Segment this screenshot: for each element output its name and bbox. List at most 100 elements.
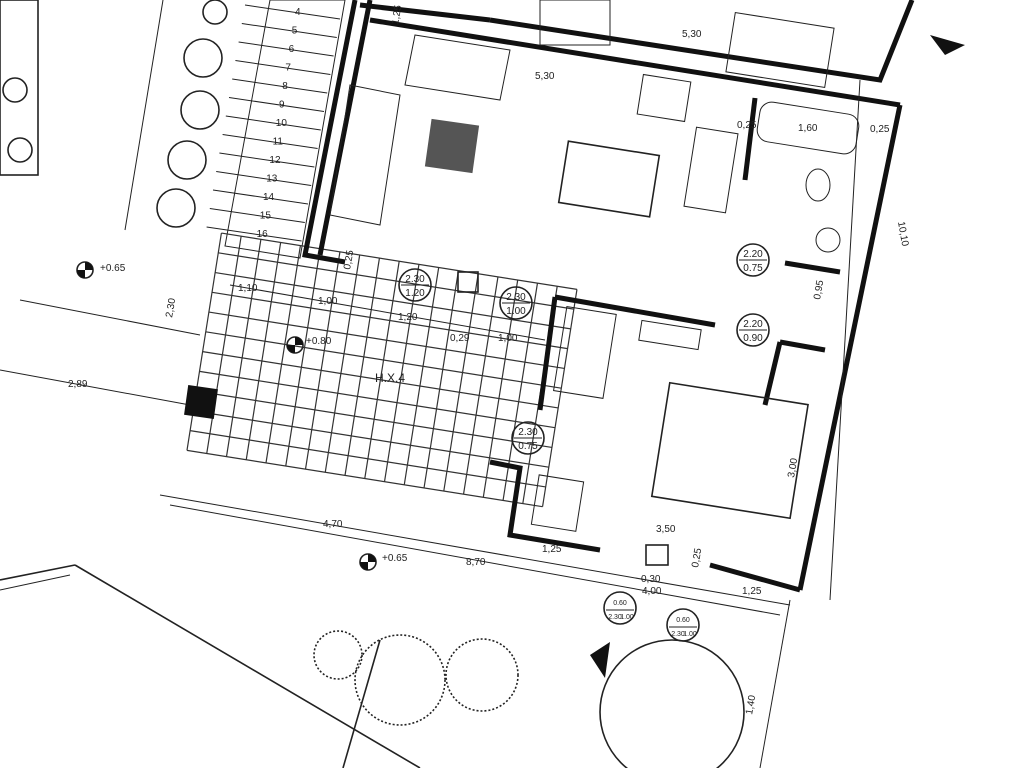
stair-step: [228, 97, 325, 112]
dimension: 5,30: [535, 71, 555, 82]
wall: [369, 17, 901, 108]
tile-line: [344, 258, 381, 476]
window-width: 1.00: [620, 614, 634, 621]
stair-step: [235, 60, 331, 75]
door-width: 0.75: [743, 263, 763, 274]
dimension-line: [229, 284, 546, 341]
dimension: 1,00: [498, 333, 518, 344]
dimension: 4,00: [642, 586, 662, 597]
stair-step-number: 15: [260, 211, 272, 222]
door-tag: 2.200.90: [736, 313, 770, 347]
tile-line: [324, 254, 361, 473]
wall: [302, 0, 358, 265]
level-label: +0.80: [306, 336, 332, 347]
tile-line: [443, 273, 479, 492]
stair-step-number: 7: [285, 63, 291, 74]
door-width: 0.90: [743, 333, 763, 344]
plot-boundary: [0, 564, 76, 581]
tile-line: [541, 289, 578, 507]
stair-step: [232, 78, 328, 94]
sofa: [404, 34, 511, 101]
dimension: 0,25: [342, 249, 356, 271]
site-line: [0, 369, 191, 406]
plot-boundary: [74, 564, 421, 768]
door-tag: 2.301.00: [499, 286, 533, 320]
door-width: 1.20: [405, 288, 425, 299]
tree-symbol: [313, 630, 363, 680]
dimension: 10,10: [895, 221, 910, 248]
tile-line: [423, 270, 460, 489]
stair-step: [244, 4, 341, 20]
stair-step-number: 5: [292, 26, 298, 37]
dimension: 0,30: [641, 574, 661, 585]
dimension: 2,30: [164, 297, 178, 319]
dimension: 5,30: [682, 29, 702, 40]
section-marker-icon: [590, 642, 610, 678]
dimension-line: [759, 599, 791, 768]
tile-line: [221, 232, 578, 290]
sofa: [329, 84, 401, 226]
stair-outline: [224, 0, 346, 259]
stair-step-number: 6: [289, 44, 295, 55]
dimension: 1,20: [398, 312, 418, 323]
desk: [638, 319, 702, 351]
dimension-lines: [159, 79, 861, 768]
level-marker-icon: [359, 553, 377, 571]
tile-line: [199, 370, 556, 429]
dimension: 3,00: [786, 457, 800, 479]
neighbour-building: [0, 0, 39, 176]
stair-step: [225, 115, 321, 131]
terrace-tiling: [186, 232, 578, 508]
window-width: 1.00: [683, 631, 697, 638]
tile-line: [482, 279, 519, 498]
door-width: 0.75: [518, 441, 538, 452]
dimension: 0,25: [690, 547, 704, 569]
wall: [762, 341, 783, 406]
stair-step: [212, 189, 309, 205]
window-tag: 0.602.301.00: [603, 591, 637, 625]
dimension: 1,40: [744, 694, 758, 716]
landscaping: [313, 35, 965, 768]
dimension: 3,50: [656, 524, 676, 535]
tile-line: [202, 351, 559, 409]
kitchen-upper: [539, 0, 611, 46]
wall: [537, 296, 558, 411]
tree-symbol: [599, 639, 745, 768]
level-label: +0.65: [100, 263, 126, 274]
dimension-line: [169, 504, 781, 616]
room-label: H.X.4: [375, 371, 405, 385]
walls: [302, 0, 915, 593]
section-marker-icon: [930, 35, 965, 55]
toilet: [805, 168, 831, 202]
sofa-upper: [725, 11, 835, 89]
shrub: [202, 0, 228, 25]
dimension: 0,29: [450, 333, 470, 344]
tile-line: [304, 251, 341, 470]
plot-boundary: [0, 574, 71, 591]
tile-line: [196, 390, 553, 449]
window-height: 2.30: [608, 614, 622, 621]
wall: [317, 0, 373, 256]
shrub: [7, 137, 33, 163]
wardrobe: [553, 306, 617, 399]
door-tags: 2.301.20 2.301.00 2.200.75 2.200.90 2.30…: [398, 243, 770, 455]
drain-grate: [184, 385, 218, 419]
window-tags: 0.602.301.00 0.602.301.00: [603, 591, 700, 642]
dimension-line: [829, 79, 861, 601]
tile-line: [208, 311, 565, 369]
dining-table: [557, 140, 661, 218]
tile-line: [245, 242, 282, 460]
tile-line: [205, 331, 562, 389]
window-tag: 0.602.301.00: [666, 608, 700, 642]
door-height: 2.30: [518, 427, 538, 438]
tree-symbol: [180, 90, 220, 130]
level-label: +0.65: [382, 553, 408, 564]
stair-step: [206, 226, 302, 242]
dimension: 4,70: [323, 519, 343, 530]
site-left: [0, 0, 421, 768]
tile-line: [403, 267, 440, 485]
tree-symbol: [183, 38, 223, 78]
column: [457, 271, 479, 293]
